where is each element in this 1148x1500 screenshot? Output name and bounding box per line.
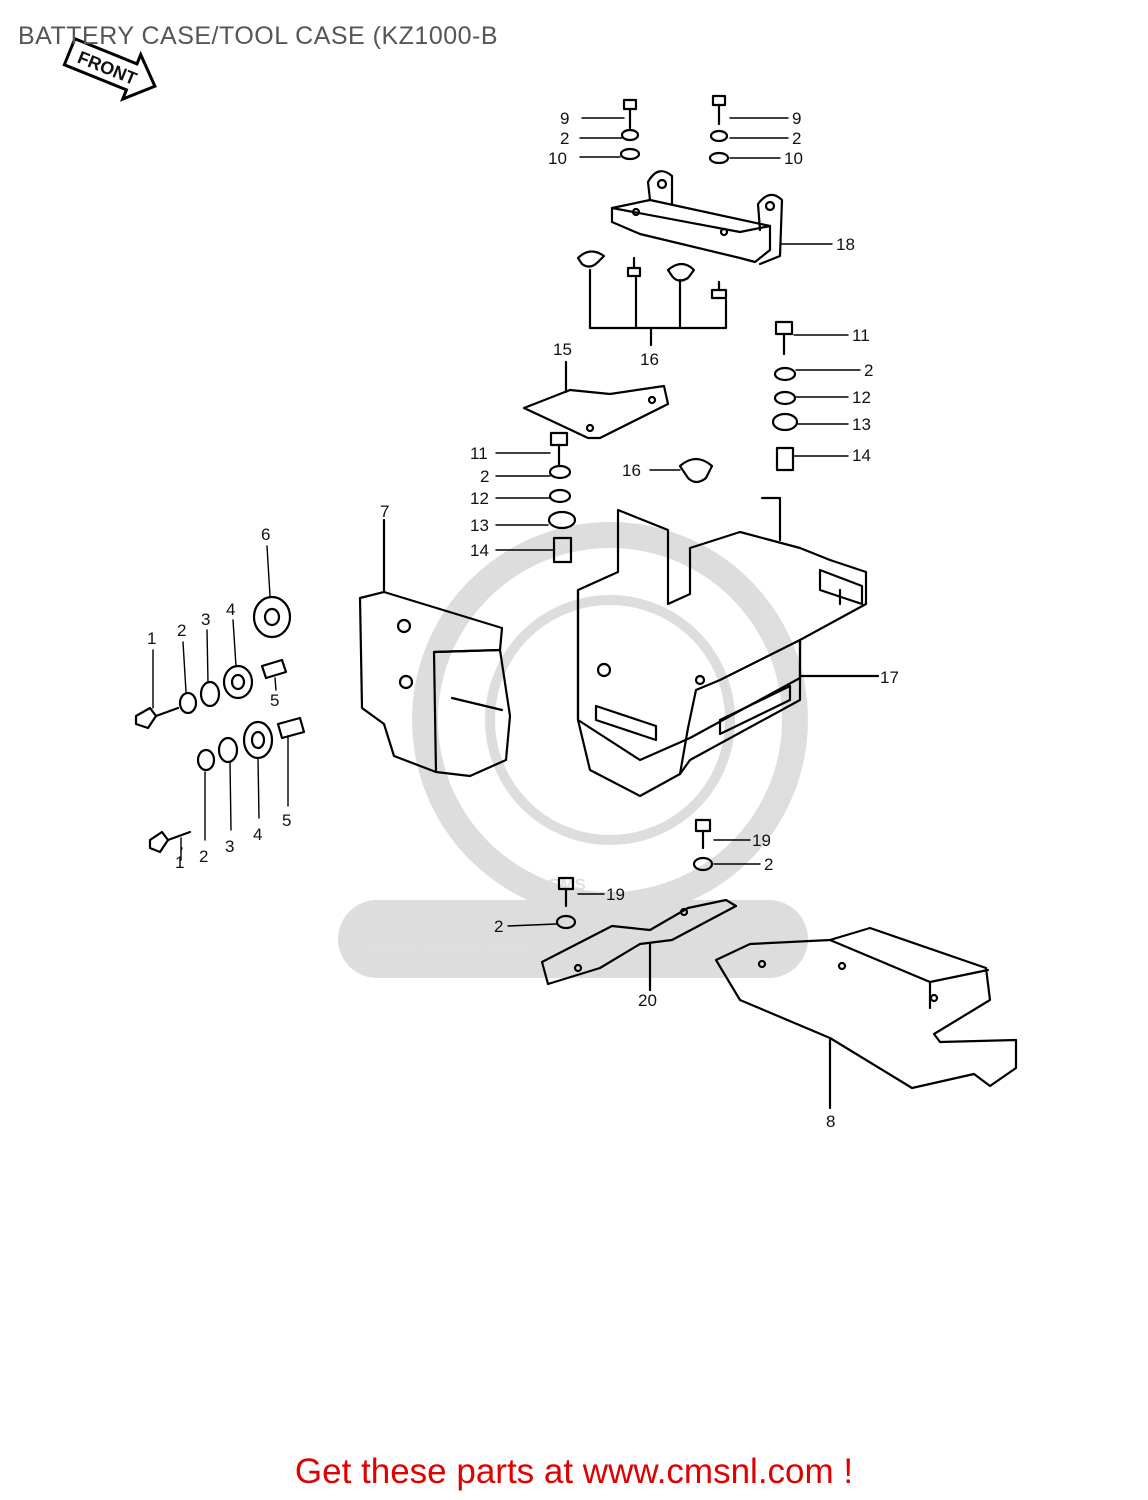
callout-4-top: 4 [226, 600, 235, 619]
callout-15: 15 [553, 340, 572, 359]
callout-16-top: 16 [640, 350, 659, 369]
callout-2-left-bottom: 2 [199, 847, 208, 866]
callout-19-right: 19 [752, 831, 771, 850]
grommet-16 [678, 457, 714, 484]
callout-13-right: 13 [852, 415, 871, 434]
callout-9-left: 9 [560, 109, 569, 128]
top-bolts [619, 94, 730, 165]
callout-6: 6 [261, 525, 270, 544]
part-15-plate [522, 360, 670, 440]
callout-2-left-top-group: 2 [177, 621, 186, 640]
callout-19-left: 19 [606, 885, 625, 904]
callout-2-center: 2 [480, 467, 489, 486]
callout-3-bottom: 3 [225, 837, 234, 856]
center-fastener-stack [547, 431, 577, 564]
watermark-url: WWW.CMSNL.COM [370, 939, 527, 958]
callout-12-center: 12 [470, 489, 489, 508]
leader-lines [152, 117, 861, 927]
callout-4-bottom: 4 [253, 825, 262, 844]
diagram-title: BATTERY CASE/TOOL CASE (KZ1000-B [18, 22, 499, 50]
right-fastener-stack [771, 320, 799, 472]
callout-14-center: 14 [470, 541, 489, 560]
left-hardware [134, 595, 306, 854]
callout-1-bottom: 1 [175, 853, 184, 872]
callout-2-left-top: 2 [560, 129, 569, 148]
callout-numbers: 9 2 10 9 2 10 18 16 15 11 2 12 13 14 11 … [147, 109, 899, 1131]
footer-link[interactable]: Get these parts at www.cmsnl.com ! [294, 1452, 854, 1491]
callout-11-right: 11 [852, 326, 870, 345]
callout-16-mid: 16 [622, 461, 641, 480]
callout-18: 18 [836, 235, 855, 254]
watermark-brand: CMS [548, 875, 586, 894]
callout-7: 7 [380, 502, 389, 521]
callout-9-right: 9 [792, 109, 801, 128]
callout-1-top: 1 [147, 629, 156, 648]
callout-2-bottom-left: 2 [494, 917, 503, 936]
callout-12-right: 12 [852, 388, 871, 407]
part-8-tool-case [714, 926, 1018, 1110]
callout-10-right: 10 [784, 149, 803, 168]
part-17-battery-case [576, 496, 880, 798]
part-20-bracket [540, 898, 738, 992]
bottom-bolts [555, 818, 714, 930]
callout-2-right-mid: 2 [864, 361, 873, 380]
callout-11-center: 11 [470, 444, 488, 463]
callout-2-right-top: 2 [792, 129, 801, 148]
callout-13-center: 13 [470, 516, 489, 535]
callout-20: 20 [638, 991, 657, 1010]
part-18-bracket [610, 170, 784, 266]
callout-8: 8 [826, 1112, 835, 1131]
callout-10-left: 10 [548, 149, 567, 168]
part-7-cover [358, 518, 512, 778]
callout-2-bottom-right: 2 [764, 855, 773, 874]
cms-watermark: CMS WWW.CMSNL.COM [338, 522, 808, 978]
callout-17: 17 [880, 668, 899, 687]
callout-5-top: 5 [270, 691, 279, 710]
part-16-grommets [576, 250, 728, 347]
callout-14-right: 14 [852, 446, 871, 465]
callout-3-top: 3 [201, 610, 210, 629]
callout-5-bottom: 5 [282, 811, 291, 830]
